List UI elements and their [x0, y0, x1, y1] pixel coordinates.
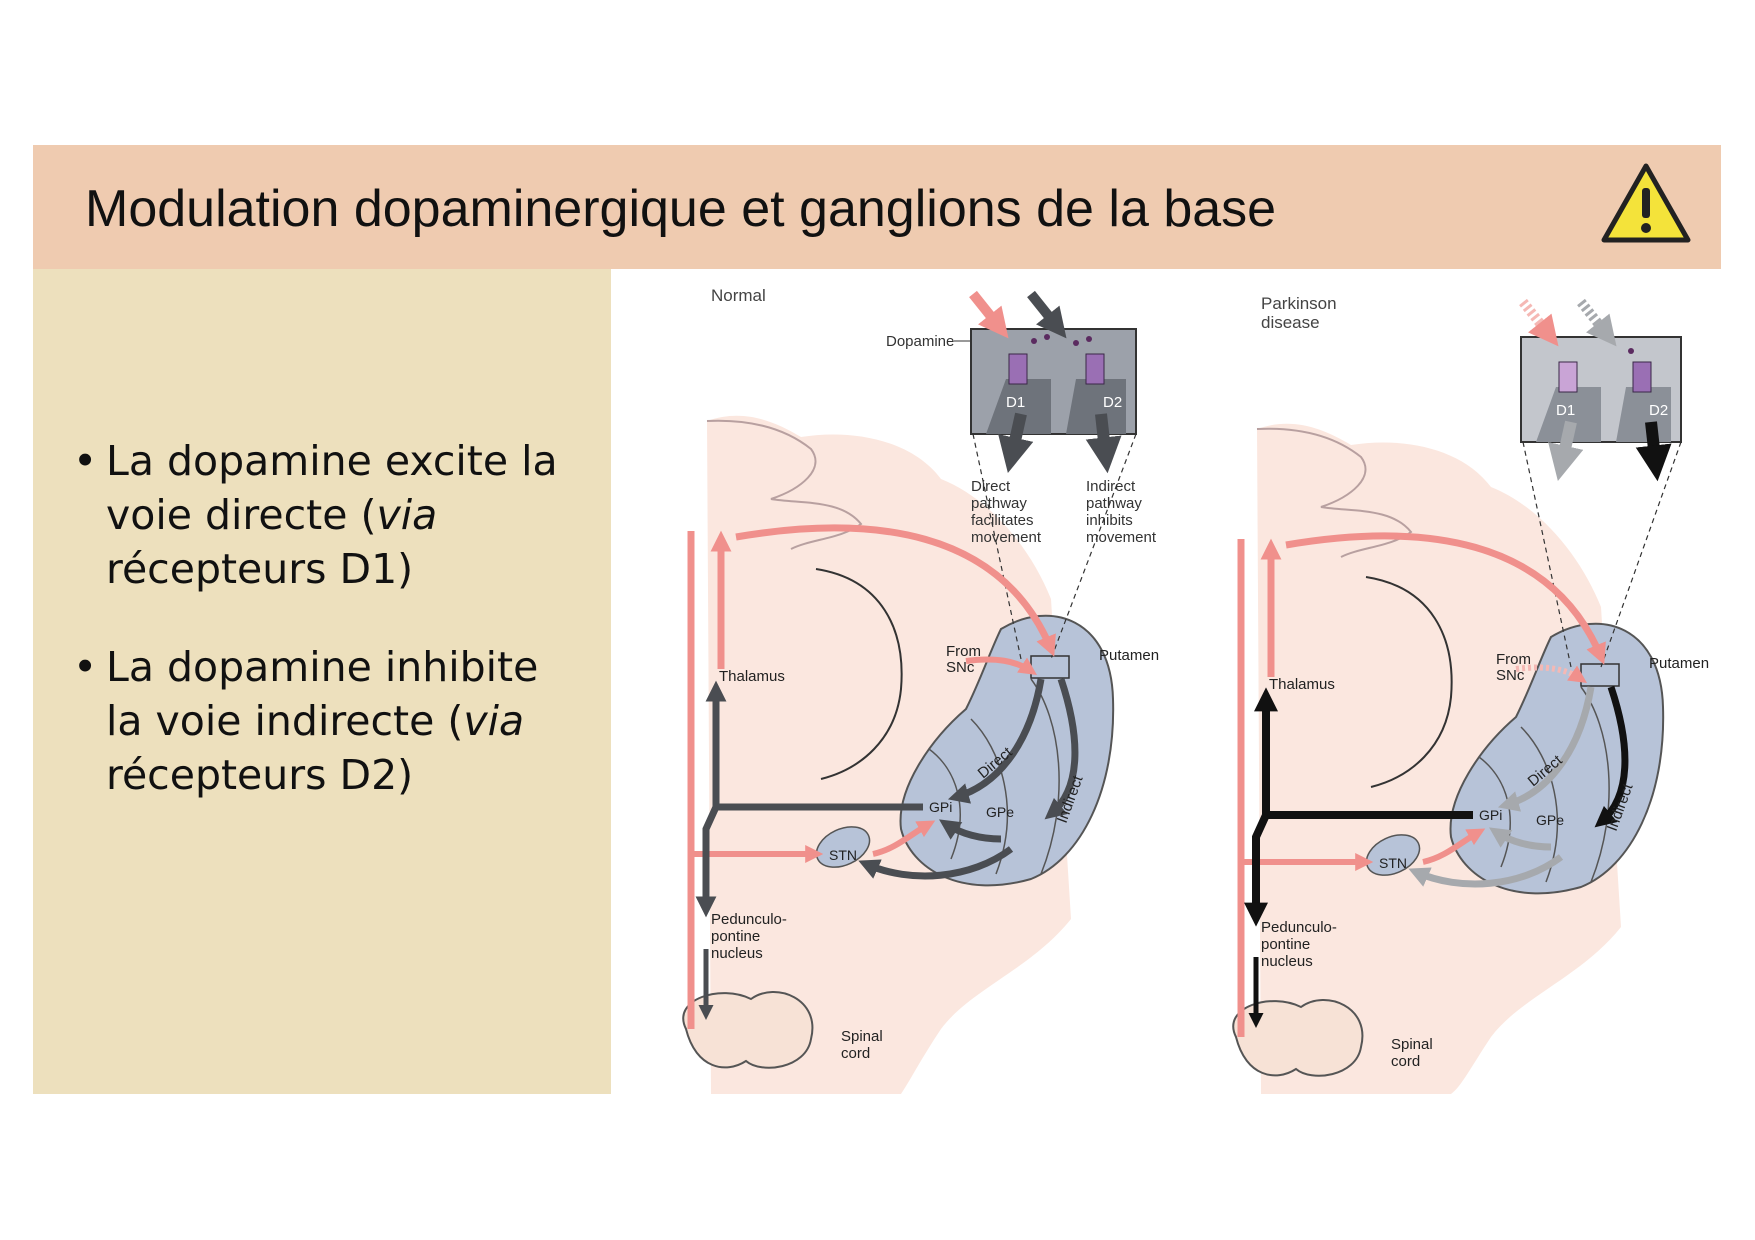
thalamus-label: Thalamus: [719, 668, 785, 685]
d1-label: D1: [1006, 394, 1025, 411]
d2-label: D2: [1103, 394, 1122, 411]
d1-output-arrow: [998, 412, 1034, 474]
svg-text:Direct: Direct: [971, 478, 1011, 495]
ppn-label: pontine: [1261, 936, 1310, 953]
svg-text:movement: movement: [971, 529, 1042, 546]
d2-output-arrow: [1085, 413, 1122, 474]
from-snc-label: SNc: [946, 659, 975, 676]
bullet-icon: •: [73, 643, 98, 691]
corticostriatal-arrow: [1285, 532, 1606, 665]
gpi-ppn-arrow: [695, 805, 720, 918]
gpe-label: GPe: [1536, 812, 1564, 828]
dopamine-input-arrow: [969, 290, 1009, 339]
bullet-text: récepteurs D1): [106, 545, 414, 593]
bullet-list: •La dopamine excite la voie directe (via…: [73, 434, 573, 846]
gpe-label: GPe: [986, 804, 1014, 820]
from-snc-label: From: [946, 643, 981, 660]
svg-text:inhibits: inhibits: [1086, 512, 1133, 529]
spinal-label: cord: [1391, 1053, 1420, 1070]
svg-text:facilitates: facilitates: [971, 512, 1034, 529]
gpi-label: GPi: [1479, 807, 1502, 823]
stn-gpi-arrow: [872, 820, 936, 857]
spinal-label: Spinal: [1391, 1036, 1433, 1053]
ppn-label: nucleus: [711, 945, 763, 962]
bullet-item: •La dopamine inhibite la voie indirecte …: [73, 640, 573, 802]
indirect-pathway-arrow: [1044, 677, 1079, 820]
warning-icon: [1601, 163, 1691, 243]
gpe-gpi-arrow: [939, 819, 1002, 843]
gpe-stn-arrow: [858, 846, 1014, 880]
bullet-emphasis: via: [376, 491, 438, 539]
d1-label: D1: [1556, 402, 1575, 419]
direct-pathway-arrow: [947, 678, 1045, 804]
stn-label: STN: [1379, 855, 1407, 871]
ppn-label: pontine: [711, 928, 760, 945]
ppn-label: nucleus: [1261, 953, 1313, 970]
direct-pathway-arrow: [1497, 686, 1595, 812]
parkinson-heading: disease: [1261, 313, 1320, 332]
page-title: Modulation dopaminergique et ganglions d…: [85, 180, 1277, 238]
gpe-gpi-arrow: [1489, 827, 1552, 851]
spinal-cord-shape: [1232, 999, 1364, 1077]
ppn-label: Pedunculo-: [1261, 919, 1337, 936]
from-snc-label: SNc: [1496, 667, 1525, 684]
parkinson-heading: Parkinson: [1261, 294, 1337, 313]
svg-text:pathway: pathway: [971, 495, 1027, 512]
bullet-text: La dopamine excite la voie directe (: [106, 437, 558, 539]
svg-text:Indirect: Indirect: [1086, 478, 1136, 495]
text-panel: •La dopamine excite la voie directe (via…: [33, 269, 611, 1094]
snc-arrow: [965, 656, 1037, 675]
d1-output-arrow: [1548, 420, 1584, 482]
svg-text:pathway: pathway: [1086, 495, 1142, 512]
gpi-ppn-arrow: [1244, 813, 1270, 927]
snc-arrow: [1515, 664, 1587, 683]
dopamine-label: Dopamine: [886, 333, 954, 350]
brain-silhouette: [1257, 423, 1621, 1094]
thalamus-shape: [815, 568, 903, 780]
bullet-emphasis: via: [463, 697, 525, 745]
svg-text:movement: movement: [1086, 529, 1157, 546]
dopamine-input-arrow: [1027, 290, 1067, 339]
gpe-stn-arrow: [1408, 854, 1564, 888]
putamen-label: Putamen: [1649, 655, 1709, 672]
indirect-pathway-arrow: [1594, 685, 1629, 828]
brain-silhouette: [707, 415, 1071, 1094]
d1-receptor-icon: [1558, 361, 1578, 393]
putamen-label: Putamen: [1099, 647, 1159, 664]
gpi-label: GPi: [929, 799, 952, 815]
dopamine-input-arrow: [1519, 298, 1559, 347]
corticostriatal-arrow: [735, 524, 1056, 657]
d2-receptor-icon: [1632, 361, 1652, 393]
stn-label: STN: [829, 847, 857, 863]
thalamus-shape: [1365, 576, 1453, 788]
dopamine-input-arrow: [1577, 298, 1617, 347]
inset-connector: [972, 433, 1137, 660]
from-snc-label: From: [1496, 651, 1531, 668]
inset-connector: [1522, 441, 1682, 668]
ppn-label: Pedunculo-: [711, 911, 787, 928]
stn-gpi-arrow: [1422, 828, 1486, 865]
spinal-label: cord: [841, 1045, 870, 1062]
normal-heading: Normal: [711, 286, 766, 305]
bullet-item: •La dopamine excite la voie directe (via…: [73, 434, 573, 596]
d1-receptor-icon: [1008, 353, 1028, 385]
spinal-cord-shape: [682, 991, 814, 1069]
parkinson-panel: Parkinson disease D1 D2 From: [1232, 294, 1709, 1094]
direct-note: Direct pathway facilitates movement: [971, 478, 1042, 546]
bullet-text: La dopamine inhibite la voie indirecte (: [106, 643, 539, 745]
d2-output-arrow: [1635, 421, 1672, 482]
title-bar: Modulation dopaminergique et ganglions d…: [33, 145, 1721, 269]
bullet-text: récepteurs D2): [106, 751, 414, 799]
spinal-label: Spinal: [841, 1028, 883, 1045]
bullet-icon: •: [73, 437, 98, 485]
d2-label: D2: [1649, 402, 1668, 419]
basal-ganglia-diagram: Normal D1 D2 Dopamine Direct: [682, 286, 1709, 1094]
d2-receptor-icon: [1085, 353, 1105, 385]
thalamus-label: Thalamus: [1269, 676, 1335, 693]
normal-panel: Normal D1 D2 Dopamine Direct: [682, 286, 1159, 1094]
indirect-note: Indirect pathway inhibits movement: [1086, 478, 1157, 546]
